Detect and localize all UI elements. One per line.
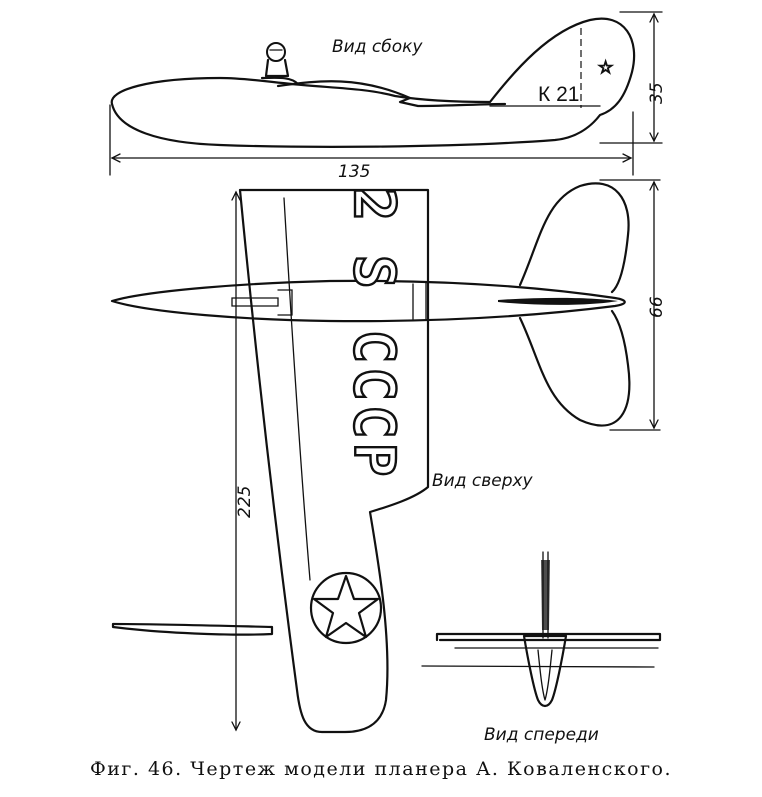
side-tail-star-icon: ☆ xyxy=(598,58,613,77)
wing-marking-upper: 2 S xyxy=(341,187,406,288)
side-view: К 21 ☆ Вид сбоку 35 135 xyxy=(109,11,667,182)
side-height-dim: 35 xyxy=(647,82,667,104)
top-wing-span-dim: 225 xyxy=(235,486,255,518)
front-wing xyxy=(435,632,662,642)
pilot-icon xyxy=(264,42,290,78)
side-length-dim: 135 xyxy=(338,162,370,182)
wing-section xyxy=(111,622,274,636)
wing-marking-lower: СССР xyxy=(341,330,406,481)
side-view-label: Вид сбоку xyxy=(332,37,423,57)
top-fuselage xyxy=(110,279,626,323)
front-view: Вид спереди xyxy=(421,551,662,745)
top-view-label: Вид сверху xyxy=(432,471,534,491)
top-tail xyxy=(518,182,631,427)
side-lightning xyxy=(276,80,507,108)
figure-caption: Фиг. 46. Чертеж модели планера А. Ковале… xyxy=(89,758,673,780)
top-wing xyxy=(238,188,430,734)
front-fuselage xyxy=(522,634,568,708)
front-view-label: Вид спереди xyxy=(484,725,599,745)
top-view: 2 S СССР Вид сверху 66 225 xyxy=(110,179,667,734)
side-fuselage xyxy=(110,17,636,148)
wing-roundel-star-icon xyxy=(309,571,383,645)
top-tail-span-dim: 66 xyxy=(647,296,667,318)
side-tail-code: К 21 xyxy=(538,83,579,106)
